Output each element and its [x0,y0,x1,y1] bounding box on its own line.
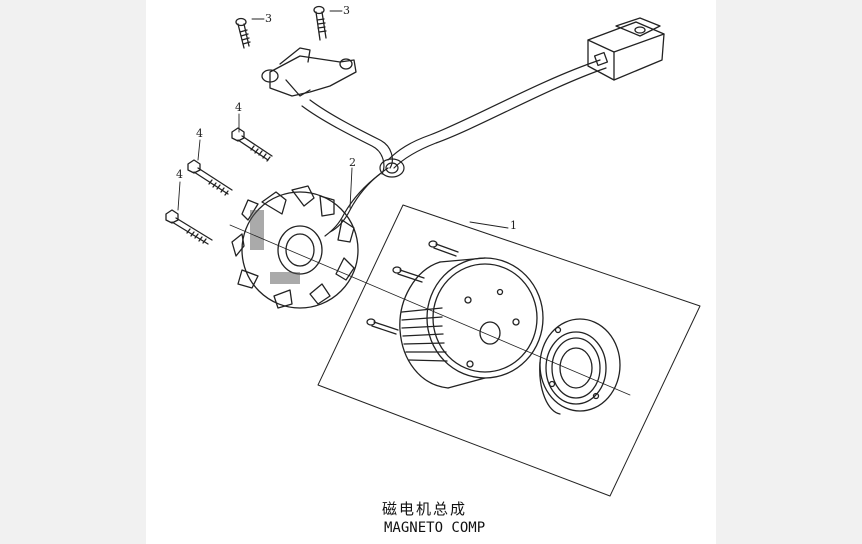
leader-lines [177,10,509,229]
callout-4b: 4 [196,127,203,140]
starter-clutch [539,318,621,415]
flywheel-rotor [399,257,544,389]
callout-4c: 4 [176,168,183,181]
title-english: MAGNETO COMP [384,520,486,536]
flywheel-bolt-c [366,318,399,335]
bolt-4c [165,209,213,245]
wiring-harness [301,59,607,237]
flywheel-bolt-a [428,240,459,257]
bolt-4b [187,159,233,196]
screw-3b [313,5,327,41]
callout-3b: 3 [343,4,350,17]
title-chinese: 磁电机总成 [382,500,468,518]
callout-1: 1 [510,219,517,232]
bolt-4a [231,127,273,162]
flywheel-bolt-b [392,266,425,283]
callout-3a: 3 [265,12,272,25]
stator [231,185,359,309]
connector-block [587,17,665,81]
callout-2: 2 [349,156,356,169]
assembly-boundary [317,204,701,497]
pickup-bracket [261,47,357,97]
magneto-exploded-view [165,5,701,497]
callout-4a: 4 [235,101,242,114]
diagram-canvas: 3 3 4 4 4 2 1 磁电机总成 MAGNETO COMP [146,0,716,544]
screw-3a [235,17,251,49]
